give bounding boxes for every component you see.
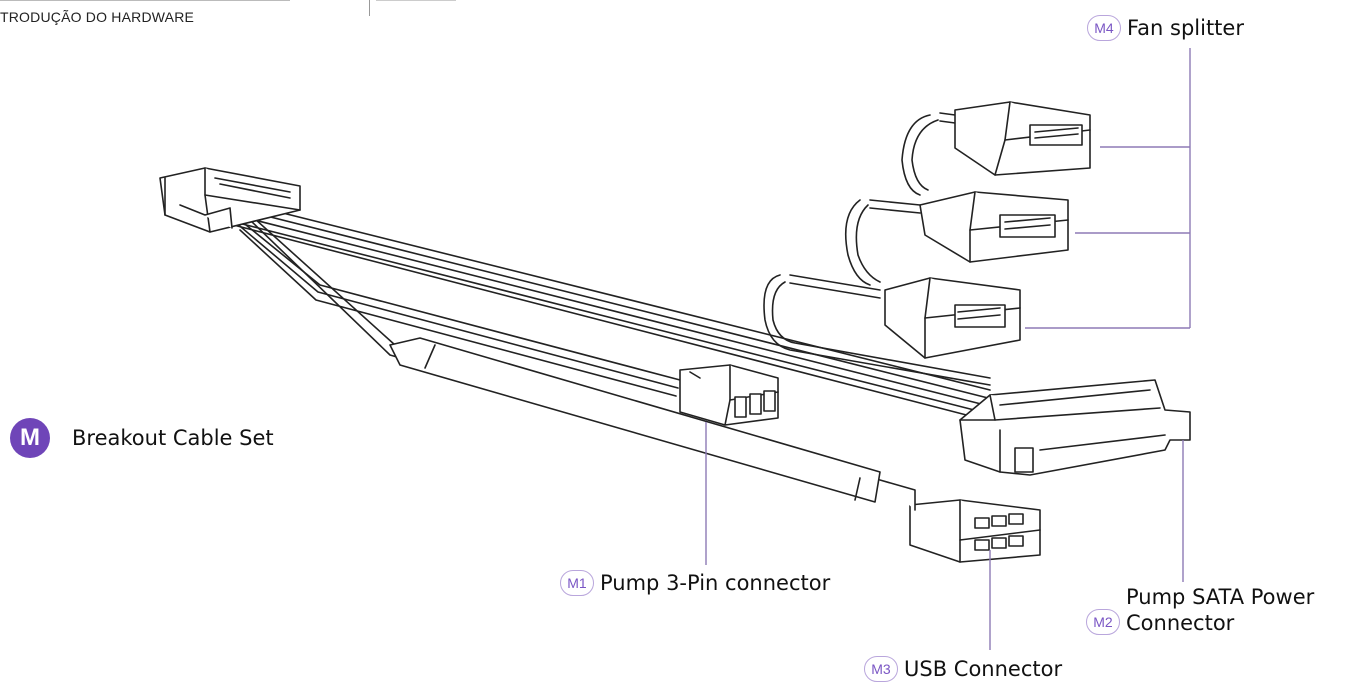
header-mark: [376, 0, 456, 4]
pump-3pin-cable: [229, 211, 681, 397]
usb-cable: [244, 209, 881, 503]
callout-m4-badge: M4: [1087, 15, 1121, 41]
fan-connector-middle: [919, 191, 1069, 263]
sata-connector-shape: [959, 379, 1191, 476]
fan-connector-top: [954, 101, 1091, 176]
callout-m3-text: USB Connector: [904, 657, 1063, 681]
main-connector: [159, 167, 301, 233]
header-divider: [369, 0, 370, 16]
main-label-text: Breakout Cable Set: [72, 426, 274, 450]
main-cable-bundle: [214, 195, 991, 419]
section-title: TRODUÇÃO DO HARDWARE: [0, 9, 195, 25]
callout-m2-line2: Connector: [1126, 611, 1235, 635]
callout-m4: M4 Fan splitter: [1087, 15, 1244, 41]
callout-m2-text: Pump SATA Power Connector: [1126, 584, 1314, 636]
usb-connector-shape: [879, 479, 1041, 563]
leader-m4: [1025, 48, 1191, 329]
callout-m3-badge: M3: [864, 656, 898, 682]
fan-connector-bottom: [884, 277, 1021, 359]
pump-3pin-connector-shape: [679, 364, 779, 426]
callout-m1-text: Pump 3-Pin connector: [600, 571, 831, 595]
callout-m2-badge: M2: [1086, 609, 1120, 635]
callout-m4-text: Fan splitter: [1127, 16, 1244, 40]
callout-m1-badge: M1: [560, 570, 594, 596]
main-label: M Breakout Cable Set: [10, 418, 274, 458]
main-badge: M: [10, 418, 50, 458]
callout-m3: M3 USB Connector: [864, 656, 1062, 682]
callout-m2: M2 Pump SATA Power Connector: [1086, 584, 1314, 636]
fan-splitter-wires: [763, 112, 991, 386]
header-rule: [0, 0, 290, 5]
callout-m2-line1: Pump SATA Power: [1126, 585, 1315, 609]
callout-m1: M1 Pump 3-Pin connector: [560, 570, 830, 596]
